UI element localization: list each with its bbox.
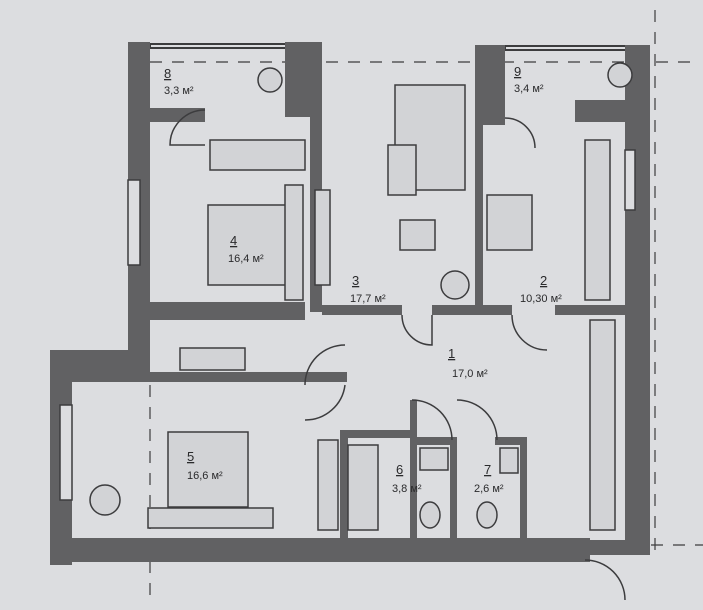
armchair [399, 219, 436, 251]
room-5-area: 16,6 м² [187, 470, 223, 482]
room-6-area: 3,8 м² [392, 483, 422, 495]
room-2-number: 2 [540, 273, 547, 288]
bed-5 [167, 431, 249, 508]
plant-3 [440, 270, 470, 300]
plant-5 [89, 484, 121, 516]
room-1-area: 17,0 м² [452, 368, 488, 380]
bed-4 [207, 204, 289, 286]
plant-9 [607, 62, 633, 88]
room-labels: 1 17,0 м² 2 10,30 м² 3 17,7 м² 4 16,4 м²… [164, 64, 562, 495]
nightstands-5 [147, 507, 274, 529]
plant-8 [257, 67, 283, 93]
walls [50, 42, 650, 565]
room-7-area: 2,6 м² [474, 483, 504, 495]
hall-wardrobe [589, 319, 616, 531]
doors [169, 109, 626, 601]
furniture [89, 62, 633, 531]
room-1-number: 1 [448, 346, 455, 361]
dining-table [486, 194, 533, 251]
bathtub [347, 444, 379, 531]
room-8-area: 3,3 м² [164, 85, 194, 97]
nightstands-4 [284, 184, 304, 301]
room-3-area: 17,7 м² [350, 293, 386, 305]
wardrobe-5 [179, 347, 246, 371]
room-7-number: 7 [484, 462, 491, 477]
room-8-number: 8 [164, 66, 171, 81]
sink-7 [499, 447, 519, 474]
toilet-7 [476, 501, 498, 529]
room-9-area: 3,4 м² [514, 83, 544, 95]
balcony-8-rail [149, 43, 287, 49]
toilet-6 [419, 501, 441, 529]
shelf-1 [317, 439, 339, 531]
room-6-number: 6 [396, 462, 403, 477]
room-4-area: 16,4 м² [228, 253, 264, 265]
room-5-number: 5 [187, 449, 194, 464]
washer [419, 447, 449, 471]
room-9-number: 9 [514, 64, 521, 79]
balcony-9-rail [504, 45, 638, 51]
shelf-3 [314, 189, 331, 286]
room-2-area: 10,30 м² [520, 293, 562, 305]
room-3-number: 3 [352, 273, 359, 288]
room-4-number: 4 [230, 233, 237, 248]
coffee-table [387, 144, 417, 196]
kitchen-counter [584, 139, 611, 301]
wardrobe-4 [209, 139, 306, 171]
